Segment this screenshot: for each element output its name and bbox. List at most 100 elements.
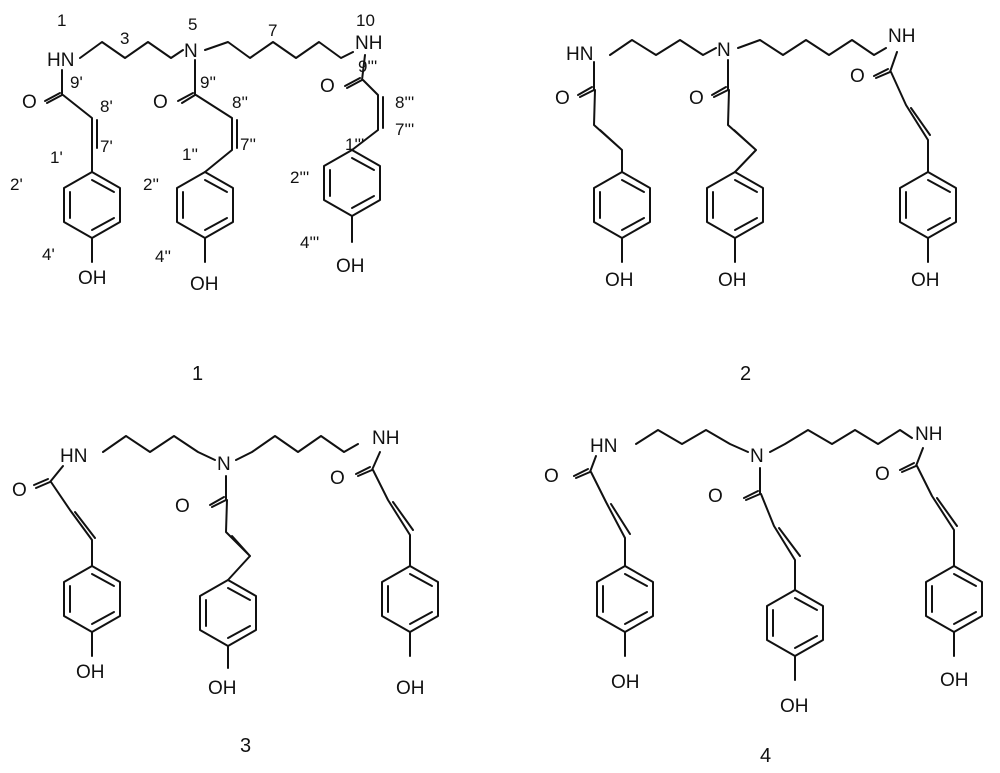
carbonyl-oxygen-3: O: [850, 66, 865, 87]
compound-label-3: 3: [240, 735, 251, 757]
locant-3: 3: [120, 29, 129, 48]
locant-7p: 7': [100, 137, 113, 156]
hydroxyl-3: OH: [940, 670, 969, 691]
hydroxyl-2: OH: [718, 270, 747, 291]
locant-4pp: 4'': [155, 247, 171, 266]
carbonyl-oxygen-1: O: [544, 466, 559, 487]
benzene-ring-1-inner: [69, 573, 115, 625]
locant-8ppp: 8''': [395, 93, 414, 112]
locant-5: 5: [188, 15, 197, 34]
benzene-ring-3: [381, 565, 439, 633]
tertiary-amine-nitrogen: N: [750, 446, 764, 467]
hydroxyl-3: OH: [336, 256, 365, 277]
hydroxyl-2: OH: [208, 678, 237, 699]
locant-8p: 8': [100, 97, 113, 116]
benzene-ring-3-inner: [387, 573, 433, 625]
compound-2: HN N NH O OH O OH O OH 2: [555, 26, 957, 385]
benzene-ring-1-inner: [602, 573, 648, 625]
carbonyl-oxygen-2: O: [689, 88, 704, 109]
benzene-ring-2: [766, 589, 824, 657]
carbonyl-oxygen-3: O: [875, 464, 890, 485]
backbone-chain: [609, 39, 887, 56]
carbonyl-oxygen-2: O: [153, 92, 168, 113]
branch-2-bonds: [211, 475, 251, 581]
branch-2-bonds: [181, 59, 238, 173]
benzene-ring-1: [596, 565, 654, 633]
carbonyl-double-bond-3: [344, 77, 361, 87]
carbonyl-double-bond-3: [899, 462, 915, 471]
carbonyl-oxygen-1: O: [22, 92, 37, 113]
hydroxyl-1: OH: [76, 662, 105, 683]
locant-1p: 1': [50, 148, 63, 167]
benzene-ring-3-inner: [931, 573, 977, 625]
carbonyl-double-bond-2: [209, 496, 225, 506]
benzene-ring-3: [899, 171, 957, 239]
branch-1-bonds: [579, 61, 623, 173]
compound-1: HN N NH O OH O OH O OH 1 3 5 7 10 9' 8': [10, 11, 414, 385]
benzene-ring-1: [63, 171, 121, 239]
branch-1-bonds: [46, 69, 98, 173]
carbonyl-double-bond: [44, 92, 61, 102]
locant-9pp: 9'': [200, 73, 216, 92]
benzene-ring-2-inner: [182, 179, 228, 231]
amide-nitrogen-1: HN: [566, 44, 593, 65]
locant-10: 10: [356, 11, 375, 30]
locant-4p: 4': [42, 245, 55, 264]
locant-1pp: 1'': [182, 145, 198, 164]
branch-3-bonds: [357, 451, 414, 567]
carbonyl-double-bond-3: [873, 68, 889, 77]
backbone-chain: [635, 429, 913, 453]
branch-2-bonds: [713, 59, 757, 173]
benzene-ring-2-inner: [712, 179, 758, 231]
carbonyl-double-bond-3: [355, 466, 371, 475]
branch-1-bonds: [35, 465, 96, 567]
amide-nitrogen-2: NH: [888, 26, 915, 47]
carbonyl-oxygen-1: O: [12, 480, 27, 501]
tertiary-amine-nitrogen: N: [717, 40, 731, 61]
benzene-ring-3: [323, 149, 381, 217]
benzene-ring-3-inner: [329, 157, 375, 209]
benzene-ring-1-inner: [599, 179, 645, 231]
locant-2p: 2': [10, 175, 23, 194]
locant-9ppp: 9''': [358, 57, 377, 76]
benzene-ring-2: [706, 171, 764, 239]
amide-nitrogen-2: NH: [355, 33, 382, 54]
branch-3-bonds: [901, 447, 958, 567]
compound-label-2: 2: [740, 363, 751, 385]
compound-3: HN N NH O OH O OH O OH 3: [12, 428, 439, 757]
branch-3-bonds: [346, 54, 384, 151]
compound-4: HN N NH O OH O OH O OH 4: [544, 424, 983, 767]
benzene-ring-1: [593, 171, 651, 239]
amide-nitrogen-1: HN: [47, 50, 74, 71]
carbonyl-oxygen-2: O: [175, 496, 190, 517]
carbonyl-oxygen-3: O: [330, 468, 345, 489]
hydroxyl-3: OH: [911, 270, 940, 291]
benzene-ring-3: [925, 565, 983, 633]
hydroxyl-2: OH: [780, 696, 809, 717]
locant-7ppp: 7''': [395, 120, 414, 139]
benzene-ring-1: [63, 565, 121, 633]
amide-nitrogen-2: NH: [372, 428, 399, 449]
benzene-ring-2-inner: [772, 597, 818, 649]
carbonyl-double-bond-2: [177, 92, 194, 102]
backbone-chain: [102, 435, 359, 461]
locant-9p: 9': [70, 73, 83, 92]
tertiary-amine-nitrogen: N: [217, 454, 231, 475]
locant-7pp: 7'': [240, 135, 256, 154]
carbonyl-double-bond-2: [743, 490, 759, 499]
locant-1: 1: [57, 11, 66, 30]
amide-nitrogen-1: HN: [590, 436, 617, 457]
branch-2-bonds: [745, 467, 801, 591]
locant-7: 7: [268, 21, 277, 40]
carbonyl-oxygen-2: O: [708, 486, 723, 507]
hydroxyl-2: OH: [190, 274, 219, 295]
carbonyl-oxygen-3: O: [320, 76, 335, 97]
carbonyl-double-bond: [577, 86, 593, 96]
hydroxyl-1: OH: [611, 672, 640, 693]
compound-label-1: 1: [192, 363, 203, 385]
locant-2ppp: 2''': [290, 168, 309, 187]
locant-2pp: 2'': [143, 175, 159, 194]
backbone-chain: [79, 41, 354, 59]
benzene-ring-3-inner: [905, 179, 951, 231]
compound-label-4: 4: [760, 745, 771, 767]
